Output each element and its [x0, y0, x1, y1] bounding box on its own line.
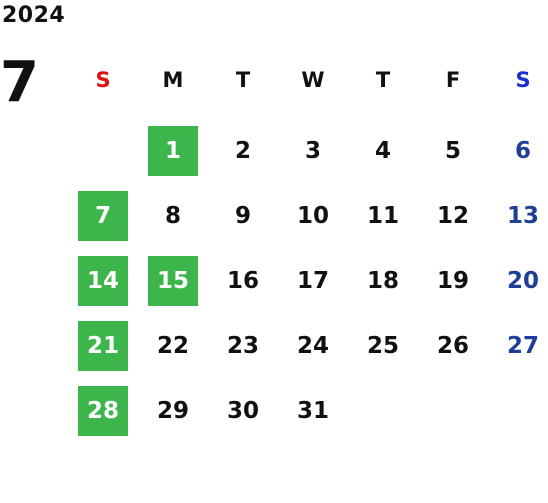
day-cell[interactable]: 31 — [278, 378, 348, 443]
day-cell[interactable]: 10 — [278, 183, 348, 248]
day-cell[interactable]: 8 — [138, 183, 208, 248]
day-number: 23 — [226, 332, 259, 359]
day-number: 31 — [296, 397, 329, 424]
weekday-header-sunday: S — [95, 68, 111, 92]
day-cell[interactable]: 21 — [68, 313, 138, 378]
day-number: 18 — [366, 267, 399, 294]
day-number-highlighted: 7 — [78, 190, 128, 241]
day-cell[interactable]: 19 — [418, 248, 488, 313]
day-number-highlighted: 21 — [78, 320, 128, 371]
day-number: 24 — [296, 332, 329, 359]
day-cell[interactable]: 26 — [418, 313, 488, 378]
day-cell[interactable]: 4 — [348, 118, 418, 183]
day-number: 25 — [366, 332, 399, 359]
day-number: 16 — [226, 267, 259, 294]
day-number: 29 — [156, 397, 189, 424]
day-number: 10 — [296, 202, 329, 229]
day-number: 22 — [156, 332, 189, 359]
day-number-highlighted: 28 — [78, 385, 128, 436]
weekday-header-friday: F — [445, 68, 461, 92]
day-cell[interactable]: 14 — [68, 248, 138, 313]
day-cell[interactable]: 15 — [138, 248, 208, 313]
day-number: 2 — [234, 137, 251, 164]
day-number-highlighted: 1 — [148, 125, 198, 176]
day-cell[interactable]: 20 — [488, 248, 548, 313]
day-cell[interactable]: 5 — [418, 118, 488, 183]
weekday-header-row: S M T W T F S — [68, 60, 548, 100]
day-number: 17 — [296, 267, 329, 294]
day-cell[interactable]: 1 — [138, 118, 208, 183]
day-cell[interactable]: 30 — [208, 378, 278, 443]
day-cell[interactable]: 23 — [208, 313, 278, 378]
day-cell[interactable]: 3 — [278, 118, 348, 183]
day-number: 3 — [304, 137, 321, 164]
day-cell[interactable]: 18 — [348, 248, 418, 313]
day-number: 9 — [234, 202, 251, 229]
day-cell[interactable]: 25 — [348, 313, 418, 378]
weekday-header-saturday: S — [515, 68, 531, 92]
day-cell[interactable]: 17 — [278, 248, 348, 313]
day-cell[interactable]: 29 — [138, 378, 208, 443]
day-cell[interactable]: 22 — [138, 313, 208, 378]
day-cell[interactable]: 28 — [68, 378, 138, 443]
weekday-header-wednesday: W — [301, 68, 325, 92]
day-cell[interactable]: 9 — [208, 183, 278, 248]
day-number-highlighted: 14 — [78, 255, 128, 306]
day-number: 11 — [366, 202, 399, 229]
day-number: 27 — [506, 332, 539, 359]
day-number: 6 — [514, 137, 531, 164]
day-number: 5 — [444, 137, 461, 164]
day-number: 26 — [436, 332, 469, 359]
day-number-highlighted: 15 — [148, 255, 198, 306]
day-number: 30 — [226, 397, 259, 424]
day-cell[interactable]: 27 — [488, 313, 548, 378]
day-number: 19 — [436, 267, 469, 294]
month-number: 7 — [0, 50, 39, 115]
weekday-header-tuesday: T — [235, 68, 251, 92]
day-cell[interactable]: 13 — [488, 183, 548, 248]
weekday-header-monday: M — [162, 68, 184, 92]
day-cell[interactable]: 16 — [208, 248, 278, 313]
day-cell[interactable]: 11 — [348, 183, 418, 248]
year-label: 2024 — [2, 3, 66, 28]
day-number: 8 — [164, 202, 181, 229]
day-cell[interactable]: 6 — [488, 118, 548, 183]
day-cell[interactable]: 12 — [418, 183, 488, 248]
day-number: 13 — [506, 202, 539, 229]
day-number: 4 — [374, 137, 391, 164]
weekday-header-thursday: T — [375, 68, 391, 92]
day-cell[interactable]: 24 — [278, 313, 348, 378]
empty-day-cell — [68, 118, 138, 183]
day-cell[interactable]: 7 — [68, 183, 138, 248]
day-number: 12 — [436, 202, 469, 229]
day-number: 20 — [506, 267, 539, 294]
day-cell[interactable]: 2 — [208, 118, 278, 183]
